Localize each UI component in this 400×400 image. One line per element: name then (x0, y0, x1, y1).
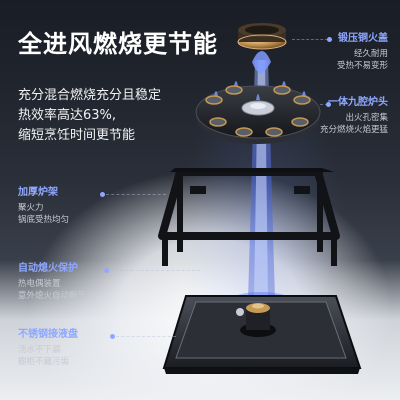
callout-burner-head-line2: 充分燃烧火焰更猛 (319, 125, 388, 135)
callout-safety: 自动熄火保护 热电偶装置 意外熄火自动断气 (18, 262, 138, 302)
brass-burner-cap-icon (237, 23, 287, 50)
cap-leader-line (292, 39, 328, 40)
callout-safety-line1: 热电偶装置 (18, 279, 61, 289)
intro-line-2: 热效率高达63%, (18, 108, 117, 123)
thermocouple-icon (236, 303, 276, 337)
cap-marker-dot (327, 37, 332, 42)
callout-grate: 加厚炉架 聚火力 锅底受热均匀 (18, 186, 118, 226)
callout-burner-cap: 锻压铜火盖 经久耐用 受热不易变形 (318, 32, 388, 72)
burner-marker-dot (326, 102, 331, 107)
callout-burner-head-title: 一体九腔炉头 (328, 97, 388, 108)
callout-burner-head: 一体九腔炉头 出火孔密集 充分燃烧火焰更猛 (316, 96, 388, 136)
grate-marker-dot (100, 192, 105, 197)
grate-leader-line (106, 194, 166, 195)
flame-icon (252, 51, 271, 74)
safety-leader-line (110, 270, 200, 271)
intro-line-3: 缩短烹饪时间更节能 (18, 128, 136, 143)
callout-burner-cap-title: 锻压铜火盖 (338, 33, 388, 44)
callout-grate-line2: 锅底受热均匀 (18, 215, 70, 225)
callout-burner-cap-line2: 受热不易变形 (336, 61, 388, 71)
callout-grate-title: 加厚炉架 (18, 187, 58, 198)
callout-safety-line2: 意外熄火自动断气 (18, 291, 87, 301)
safety-marker-dot (104, 268, 109, 273)
pan-support-grate-icon (158, 168, 340, 266)
callout-drip-tray: 不锈钢接液盘 汤水不下漏 橱柜不藏污垢 (18, 328, 138, 368)
intro-text: 充分混合燃烧充分且稳定 热效率高达63%, 缩短烹饪时间更节能 (18, 86, 188, 146)
intro-line-1: 充分混合燃烧充分且稳定 (18, 88, 162, 103)
nine-cavity-burner-icon (195, 81, 321, 144)
callout-burner-cap-line1: 经久耐用 (353, 49, 388, 59)
tray-leader-line (116, 336, 176, 337)
callout-drip-tray-line2: 橱柜不藏污垢 (18, 357, 70, 367)
burner-leader-line (320, 104, 328, 105)
callout-drip-tray-line1: 汤水不下漏 (18, 345, 61, 355)
callout-burner-head-line1: 出火孔密集 (345, 113, 388, 123)
page-title: 全进风燃烧更节能 (18, 30, 218, 58)
callout-safety-title: 自动熄火保护 (18, 263, 78, 274)
callout-drip-tray-title: 不锈钢接液盘 (18, 329, 78, 340)
callout-grate-line1: 聚火力 (18, 203, 44, 213)
tray-marker-dot (110, 334, 115, 339)
